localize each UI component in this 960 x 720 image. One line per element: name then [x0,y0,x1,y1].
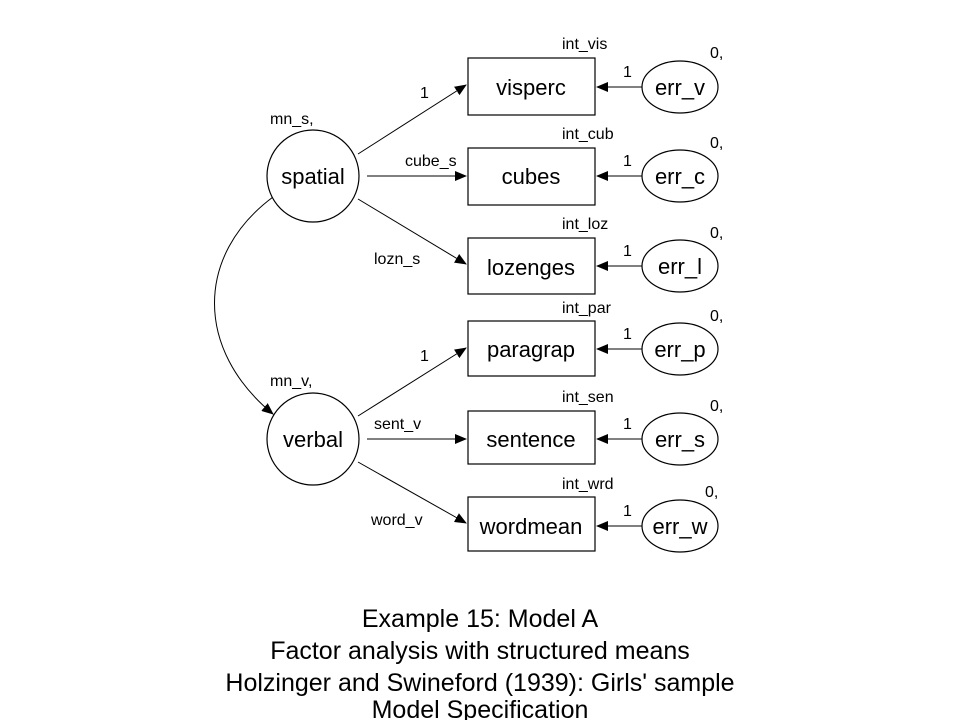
error-err_l-label: err_l [658,254,702,279]
intercept-paragrap: int_par [562,300,612,317]
error-err_v-ellipse [641,60,719,114]
loading-wordmean: word_v [370,512,423,529]
observed-cubes-box [467,147,596,206]
intercept-sentence: int_sen [562,389,614,406]
err-weight-paragrap: 1 [623,326,632,343]
err-weight-wordmean: 1 [623,503,632,520]
error-err_w-ellipse [641,499,719,553]
observed-cubes-label: cubes [502,164,561,189]
error-err_c-ellipse [641,149,719,203]
observed-lozenges-box [467,237,596,295]
loading-lozenges: lozn_s [374,251,420,268]
factor-verbal-label: verbal [283,427,343,452]
observed-visperc-label: visperc [496,75,566,100]
error-err_s-label: err_s [655,427,705,452]
loading-sentence: sent_v [374,416,421,433]
intercept-lozenges: int_loz [562,216,608,233]
observed-sentence-label: sentence [486,427,575,452]
observed-paragrap-box [467,320,596,377]
observed-visperc-box [467,57,596,116]
factor-spatial-label: spatial [281,164,345,189]
path-spatial-lozenges [357,198,467,265]
intercept-wordmean: int_wrd [562,476,614,493]
err-mean-paragrap: 0, [710,308,723,325]
error-err_w-label: err_w [652,514,707,539]
error-err_p-ellipse [641,322,719,376]
caption-line-1: Example 15: Model A [362,605,599,633]
observed-sentence-box [467,410,596,465]
err-weight-visperc: 1 [623,64,632,81]
observed-wordmean-label: wordmean [479,514,583,539]
path-spatial-visperc [357,84,467,155]
factor-verbal-circle [266,392,360,486]
error-err_v-label: err_v [655,75,705,100]
observed-paragrap-label: paragrap [487,337,575,362]
caption-line-4: Model Specification [372,696,589,720]
err-mean-cubes: 0, [710,135,723,152]
path-verbal-paragrap [357,347,467,417]
error-err_l-ellipse [641,239,719,293]
observed-lozenges-label: lozenges [487,255,575,280]
caption-line-2: Factor analysis with structured means [270,637,690,665]
path-verbal-wordmean [357,461,467,524]
factor-spatial-mean: mn_s, [270,111,314,128]
factor-spatial-circle [266,129,360,223]
err-mean-sentence: 0, [710,398,723,415]
err-weight-cubes: 1 [623,153,632,170]
err-mean-wordmean: 0, [705,484,718,501]
factor-covariance-arc [214,186,285,415]
observed-wordmean-box [467,496,596,552]
err-mean-visperc: 0, [710,45,723,62]
error-err_s-ellipse [641,412,719,466]
caption-line-3: Holzinger and Swineford (1939): Girls' s… [225,669,734,697]
intercept-visperc: int_vis [562,36,607,53]
error-err_c-label: err_c [655,164,705,189]
error-err_p-label: err_p [654,337,705,362]
loading-cubes: cube_s [405,153,457,170]
loading-paragrap: 1 [420,348,429,365]
loading-visperc: 1 [420,85,429,102]
intercept-cubes: int_cub [562,126,614,143]
err-weight-lozenges: 1 [623,243,632,260]
factor-verbal-mean: mn_v, [270,373,312,390]
err-mean-lozenges: 0, [710,225,723,242]
err-weight-sentence: 1 [623,416,632,433]
